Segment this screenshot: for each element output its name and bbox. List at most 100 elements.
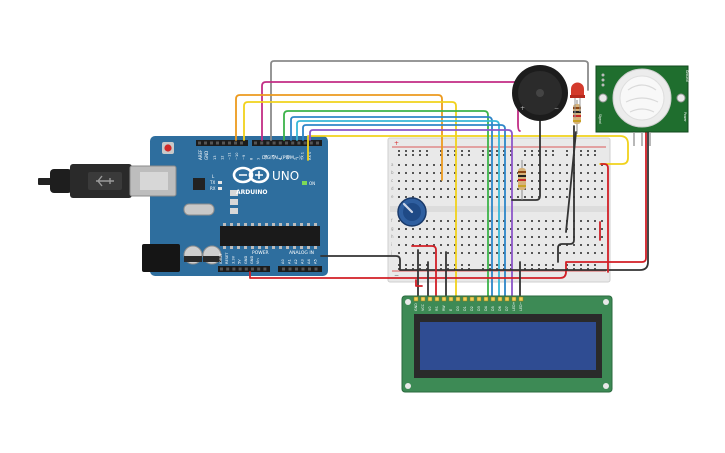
terminal-hole[interactable]	[496, 220, 498, 222]
terminal-hole[interactable]	[587, 196, 589, 198]
rail-hole[interactable]	[454, 268, 456, 270]
wire-black-ground[interactable]	[320, 129, 649, 271]
rail-hole[interactable]	[503, 264, 505, 266]
header-pin[interactable]	[266, 141, 270, 145]
terminal-hole[interactable]	[601, 244, 603, 246]
terminal-hole[interactable]	[524, 252, 526, 254]
header-pin[interactable]	[228, 141, 231, 145]
header-pin[interactable]	[272, 141, 276, 145]
rail-hole[interactable]	[412, 150, 414, 152]
rail-hole[interactable]	[419, 154, 421, 156]
terminal-hole[interactable]	[468, 220, 470, 222]
terminal-hole[interactable]	[552, 172, 554, 174]
wire-led-ground[interactable]	[557, 125, 575, 263]
terminal-hole[interactable]	[405, 172, 407, 174]
terminal-hole[interactable]	[566, 244, 568, 246]
terminal-hole[interactable]	[419, 196, 421, 198]
terminal-hole[interactable]	[559, 228, 561, 230]
terminal-hole[interactable]	[412, 196, 414, 198]
terminal-hole[interactable]	[510, 172, 512, 174]
terminal-hole[interactable]	[412, 172, 414, 174]
terminal-hole[interactable]	[405, 188, 407, 190]
lcd-pin[interactable]	[427, 296, 433, 302]
terminal-hole[interactable]	[475, 188, 477, 190]
terminal-hole[interactable]	[538, 180, 540, 182]
header-pin[interactable]	[254, 141, 257, 145]
terminal-hole[interactable]	[405, 252, 407, 254]
terminal-hole[interactable]	[405, 236, 407, 238]
rail-hole[interactable]	[412, 154, 414, 156]
terminal-hole[interactable]	[496, 236, 498, 238]
wire-red-short[interactable]	[415, 279, 423, 287]
terminal-hole[interactable]	[566, 188, 568, 190]
rail-hole[interactable]	[538, 150, 540, 152]
terminal-hole[interactable]	[426, 196, 428, 198]
rail-hole[interactable]	[552, 268, 554, 270]
terminal-hole[interactable]	[426, 228, 428, 230]
terminal-hole[interactable]	[594, 164, 596, 166]
terminal-hole[interactable]	[461, 180, 463, 182]
terminal-hole[interactable]	[454, 196, 456, 198]
terminal-hole[interactable]	[587, 228, 589, 230]
terminal-hole[interactable]	[461, 196, 463, 198]
header-pin[interactable]	[220, 267, 223, 271]
terminal-hole[interactable]	[594, 236, 596, 238]
terminal-hole[interactable]	[538, 244, 540, 246]
terminal-hole[interactable]	[405, 180, 407, 182]
terminal-hole[interactable]	[433, 180, 435, 182]
terminal-hole[interactable]	[601, 196, 603, 198]
terminal-hole[interactable]	[531, 228, 533, 230]
terminal-hole[interactable]	[468, 236, 470, 238]
terminal-hole[interactable]	[587, 252, 589, 254]
rail-hole[interactable]	[580, 264, 582, 266]
terminal-hole[interactable]	[510, 220, 512, 222]
terminal-hole[interactable]	[454, 172, 456, 174]
header-pin[interactable]	[226, 267, 230, 271]
rail-hole[interactable]	[405, 150, 407, 152]
rail-hole[interactable]	[566, 268, 568, 270]
terminal-hole[interactable]	[454, 164, 456, 166]
rail-hole[interactable]	[419, 264, 421, 266]
terminal-hole[interactable]	[552, 220, 554, 222]
terminal-hole[interactable]	[482, 228, 484, 230]
terminal-hole[interactable]	[580, 244, 582, 246]
terminal-hole[interactable]	[601, 164, 603, 166]
terminal-hole[interactable]	[447, 244, 449, 246]
potentiometer[interactable]	[397, 197, 427, 227]
terminal-hole[interactable]	[545, 196, 547, 198]
terminal-hole[interactable]	[440, 164, 442, 166]
terminal-hole[interactable]	[433, 164, 435, 166]
terminal-hole[interactable]	[559, 236, 561, 238]
terminal-hole[interactable]	[496, 252, 498, 254]
wire-red-rail[interactable]	[600, 163, 609, 273]
terminal-hole[interactable]	[440, 188, 442, 190]
wire-red-power[interactable]	[249, 129, 647, 279]
terminal-hole[interactable]	[552, 196, 554, 198]
header-pin[interactable]	[291, 141, 295, 145]
terminal-hole[interactable]	[496, 180, 498, 182]
rail-hole[interactable]	[461, 154, 463, 156]
terminal-hole[interactable]	[461, 220, 463, 222]
lcd-pin[interactable]	[448, 296, 454, 302]
terminal-hole[interactable]	[510, 252, 512, 254]
terminal-hole[interactable]	[496, 244, 498, 246]
header-pin[interactable]	[232, 267, 236, 271]
terminal-hole[interactable]	[447, 236, 449, 238]
terminal-hole[interactable]	[503, 196, 505, 198]
header-pin[interactable]	[244, 267, 248, 271]
rail-hole[interactable]	[580, 150, 582, 152]
terminal-hole[interactable]	[433, 188, 435, 190]
lcd-pin[interactable]	[441, 296, 447, 302]
terminal-hole[interactable]	[398, 252, 400, 254]
terminal-hole[interactable]	[580, 220, 582, 222]
rail-hole[interactable]	[496, 268, 498, 270]
terminal-hole[interactable]	[545, 220, 547, 222]
rail-hole[interactable]	[524, 150, 526, 152]
terminal-hole[interactable]	[559, 188, 561, 190]
terminal-hole[interactable]	[538, 164, 540, 166]
terminal-hole[interactable]	[566, 196, 568, 198]
header-pin[interactable]	[198, 141, 201, 145]
terminal-hole[interactable]	[433, 244, 435, 246]
terminal-hole[interactable]	[503, 172, 505, 174]
lcd-pin[interactable]	[469, 296, 475, 302]
